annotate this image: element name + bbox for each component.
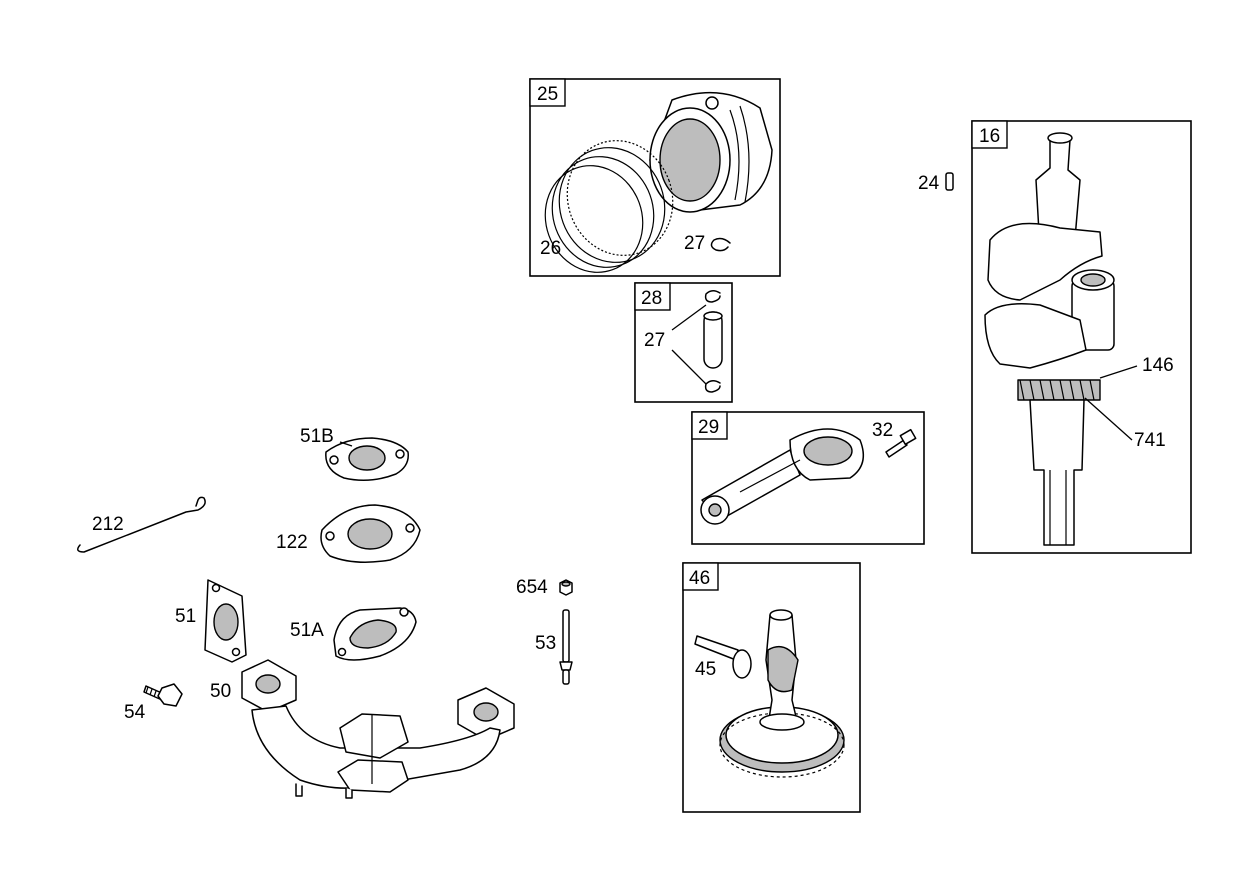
callout-28: 28 bbox=[641, 288, 662, 309]
group-29-connecting-rod: 29 32 bbox=[691, 411, 925, 545]
callout-654: 654 bbox=[516, 577, 548, 598]
callout-25: 25 bbox=[537, 84, 558, 105]
rod-bolt-part bbox=[885, 428, 917, 458]
group-16-crankshaft: 16 146 741 bbox=[971, 120, 1192, 554]
bottom-clip-part bbox=[704, 380, 721, 393]
callout-54: 54 bbox=[124, 702, 146, 723]
group-16-tag bbox=[971, 120, 1008, 149]
group-16-frame bbox=[971, 120, 1192, 554]
gasket-51A-part bbox=[333, 607, 417, 661]
bolt-54-part bbox=[143, 683, 183, 707]
gasket-51-part bbox=[204, 579, 247, 663]
group-46-camshaft: 46 45 bbox=[682, 562, 861, 813]
callout-27-piston: 27 bbox=[684, 233, 705, 254]
group-25-piston-assembly: 25 26 27 bbox=[529, 78, 781, 277]
tappet-part bbox=[694, 635, 752, 679]
group-28-frame bbox=[634, 282, 733, 403]
group-29-frame bbox=[691, 411, 925, 545]
group-46-tag bbox=[682, 562, 719, 591]
camshaft-part bbox=[719, 609, 845, 778]
stud-53-part bbox=[559, 609, 573, 685]
group-28-piston-pin: 28 27 bbox=[634, 282, 733, 403]
link-wire-part bbox=[77, 496, 206, 553]
callout-212: 212 bbox=[92, 514, 124, 535]
gasket-122-part bbox=[320, 504, 421, 563]
callout-16: 16 bbox=[979, 126, 1000, 147]
piston-part bbox=[649, 91, 773, 213]
callout-51A: 51A bbox=[290, 620, 324, 641]
group-25-tag bbox=[529, 78, 566, 107]
callout-53: 53 bbox=[535, 633, 556, 654]
exhaust-manifold-part bbox=[241, 659, 515, 799]
callout-122: 122 bbox=[276, 532, 308, 553]
group-46-frame bbox=[682, 562, 861, 813]
gasket-51B-part bbox=[325, 437, 409, 481]
retainer-clip-part bbox=[710, 237, 731, 252]
callout-24: 24 bbox=[918, 173, 940, 194]
top-clip-part bbox=[704, 290, 721, 303]
piston-rings-part bbox=[544, 140, 674, 273]
nut-654-part bbox=[559, 579, 573, 596]
callout-50: 50 bbox=[210, 681, 231, 702]
callout-51: 51 bbox=[175, 606, 196, 627]
group-25-frame bbox=[529, 78, 781, 277]
callout-51B: 51B bbox=[300, 426, 334, 447]
callout-741: 741 bbox=[1134, 430, 1166, 451]
callout-27-pin: 27 bbox=[644, 330, 665, 351]
callout-146: 146 bbox=[1142, 355, 1174, 376]
callout-26: 26 bbox=[540, 238, 561, 259]
callout-45: 45 bbox=[695, 659, 716, 680]
group-29-tag bbox=[691, 411, 728, 440]
connecting-rod-part bbox=[700, 428, 865, 525]
group-28-tag bbox=[634, 282, 671, 311]
callout-32: 32 bbox=[872, 420, 893, 441]
key-part bbox=[945, 172, 954, 191]
crankshaft-part bbox=[984, 132, 1115, 546]
callout-46: 46 bbox=[689, 568, 710, 589]
callout-29: 29 bbox=[698, 417, 719, 438]
